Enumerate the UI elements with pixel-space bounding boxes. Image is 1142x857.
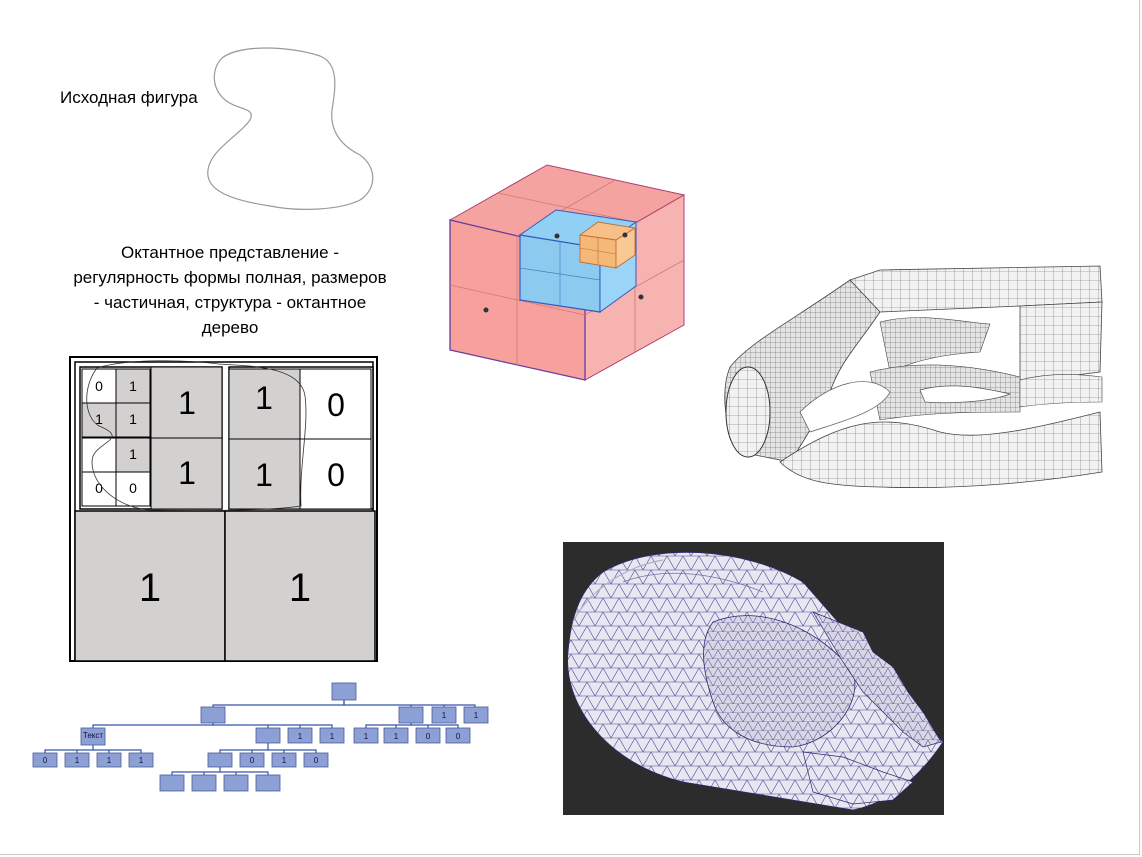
- tree-node-l2-1: [398, 706, 424, 724]
- tree-node-l4-mid-1: 1: [271, 752, 297, 768]
- svg-text:1: 1: [282, 756, 287, 765]
- svg-text:Текст: Текст: [83, 731, 103, 740]
- tree-node-l5-2: [223, 774, 249, 792]
- svg-text:1: 1: [364, 732, 369, 741]
- right-cell-3: 0: [327, 457, 345, 493]
- svg-text:0: 0: [426, 732, 431, 741]
- small-cell-5: 1: [129, 446, 137, 462]
- tree-node-l3-right-2: 0: [415, 727, 441, 744]
- tree-node-l2-2: 1: [431, 706, 457, 724]
- cell-bottom-left-value: 1: [139, 566, 161, 610]
- tree-node-l3-right-3: 0: [445, 727, 471, 744]
- cell-bottom-right: [224, 510, 376, 662]
- right-cell-2: 1: [255, 457, 273, 493]
- svg-text:1: 1: [474, 711, 479, 720]
- tree-node-l5-0: [159, 774, 185, 792]
- tree-node-l3-mid-2: 1: [319, 727, 345, 744]
- svg-text:1: 1: [394, 732, 399, 741]
- svg-text:0: 0: [456, 732, 461, 741]
- svg-text:0: 0: [314, 756, 319, 765]
- octree-cube-illustration: [448, 164, 686, 381]
- tree-node-l3-mid-1: 1: [287, 727, 313, 744]
- svg-text:0: 0: [250, 756, 255, 765]
- tree-node-l2-0: [200, 706, 226, 724]
- small-cell-6: 0: [95, 480, 103, 496]
- tree-node-l5-1: [191, 774, 217, 792]
- tree-node-l2-3: 1: [463, 706, 489, 724]
- svg-text:0: 0: [43, 756, 48, 765]
- tree-node-l4-2: 1: [96, 752, 122, 768]
- cell-mid-left-bottom-value: 1: [178, 455, 196, 491]
- small-cell-2: 1: [95, 411, 103, 427]
- tree-node-l4-3: 1: [128, 752, 154, 768]
- small-cell-1: 1: [129, 378, 137, 394]
- tree-node-l4-1: 1: [64, 752, 90, 768]
- cell-mid-left-bottom: [150, 437, 223, 510]
- voxel-mesh-model: [724, 265, 1103, 489]
- svg-text:1: 1: [107, 756, 112, 765]
- octree-caption: Октантное представление - регулярность ф…: [73, 243, 387, 337]
- small-cell-3: 1: [129, 411, 137, 427]
- cell-bottom-right-value: 1: [289, 566, 311, 610]
- cell-bottom-left: [74, 510, 226, 662]
- tree-node-l4-0: 0: [32, 752, 58, 768]
- source-figure-label: Исходная фигура: [60, 88, 198, 107]
- cell-mid-left-top-value: 1: [178, 385, 196, 421]
- svg-text:1: 1: [330, 732, 335, 741]
- small-cell-0: 0: [95, 378, 103, 394]
- svg-text:1: 1: [139, 756, 144, 765]
- right-cell-0: 1: [255, 380, 273, 416]
- svg-text:1: 1: [298, 732, 303, 741]
- tree-node-l5-3: [255, 774, 281, 792]
- svg-text:1: 1: [442, 711, 447, 720]
- tree-node-text: Текст: [80, 727, 106, 746]
- tree-node-l3-right-0: 1: [353, 727, 379, 744]
- quadtree-diagram: 1 1 1 1 0 1 1 1 1 0 0 1 0 1 0: [69, 356, 378, 662]
- tree-node-l3-right-1: 1: [383, 727, 409, 744]
- right-cell-1: 0: [327, 387, 345, 423]
- tree-node-l3-mid: [255, 727, 281, 744]
- tree-node-l4-mid-0: 0: [239, 752, 265, 768]
- small-cell-7: 0: [129, 480, 137, 496]
- tree-node-l4-mid-2: 0: [303, 752, 329, 768]
- tree-root: [331, 682, 357, 701]
- svg-text:1: 1: [75, 756, 80, 765]
- octree-diagram: 1 1 Текст 1 1 1 1 0 0 0 1 1 1 0 1 0: [32, 682, 489, 792]
- tet-mesh-model: [567, 551, 944, 811]
- shape-overlay: [86, 360, 307, 511]
- tree-node-l4-mid: [207, 752, 233, 768]
- source-shape: [207, 47, 374, 210]
